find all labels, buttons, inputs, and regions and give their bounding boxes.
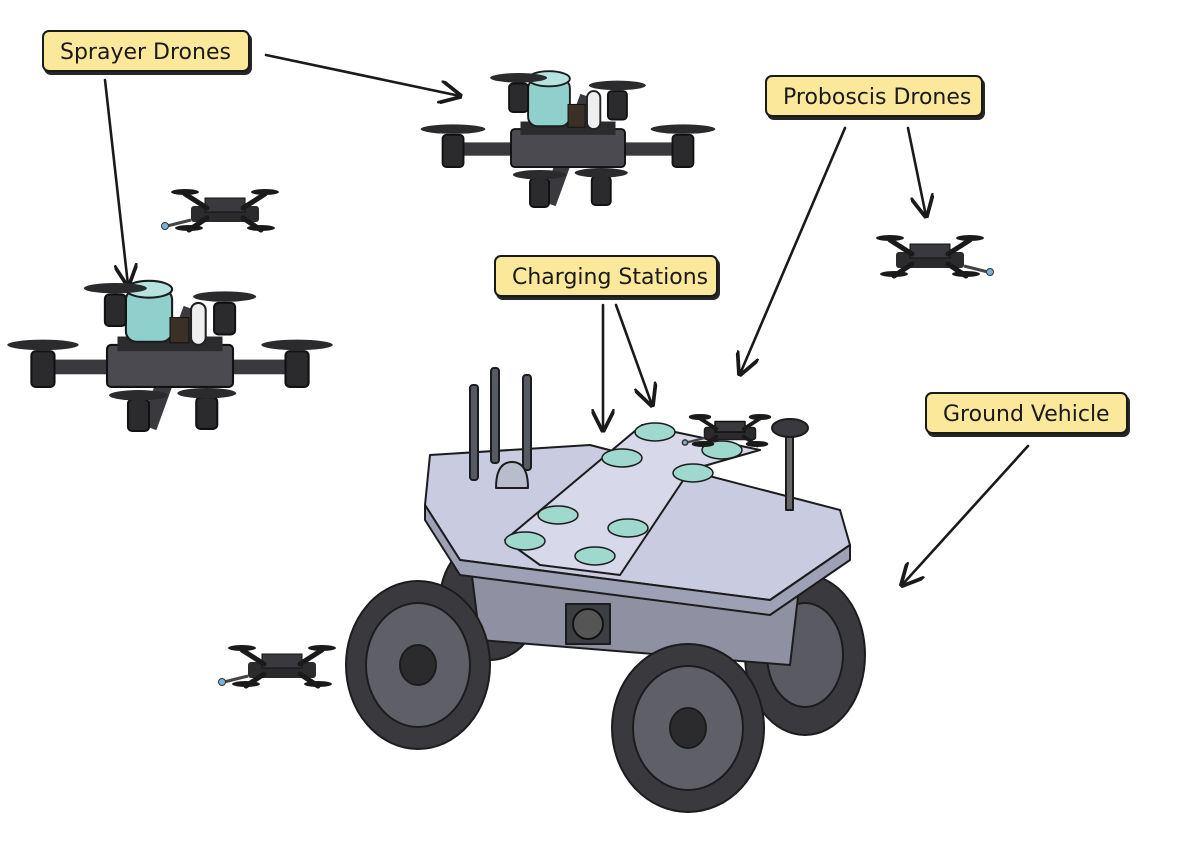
charging-pad [634,422,676,442]
label-proboscis-drones: Proboscis Drones [765,75,983,117]
charging-pad [537,505,579,525]
charging-pad [672,463,714,483]
arrows [103,53,1030,585]
label-sprayer-drones: Sprayer Drones [42,30,250,72]
charging-pad [504,531,546,551]
arrow-sprayer-down [103,78,128,285]
sensor-dome [495,461,529,489]
proboscis-drone-right [876,235,994,277]
charging-pad [574,546,616,566]
arrow-proboscis-right [906,126,926,216]
charging-pads [504,422,743,566]
arrow-ground-vehicle [902,444,1030,585]
label-charging-stations: Charging Stations [494,255,718,297]
antennas [469,367,532,481]
sprayer-drone-left [6,279,334,433]
charging-pad [601,448,643,468]
sensor-mast [785,429,794,511]
arrow-sprayer-right [264,53,460,96]
ground-vehicle [345,367,866,813]
proboscis-drone-top-left [162,189,280,231]
front-wheel-right [611,643,765,813]
charging-pad [607,518,649,538]
front-wheel-left [345,580,491,750]
sprayer-drone-top [419,70,717,208]
arrow-proboscis-vehicle [740,126,847,374]
label-ground-vehicle: Ground Vehicle [925,392,1128,434]
proboscis-drone-bottom-left [219,645,337,687]
arrow-charging-right [614,303,652,405]
